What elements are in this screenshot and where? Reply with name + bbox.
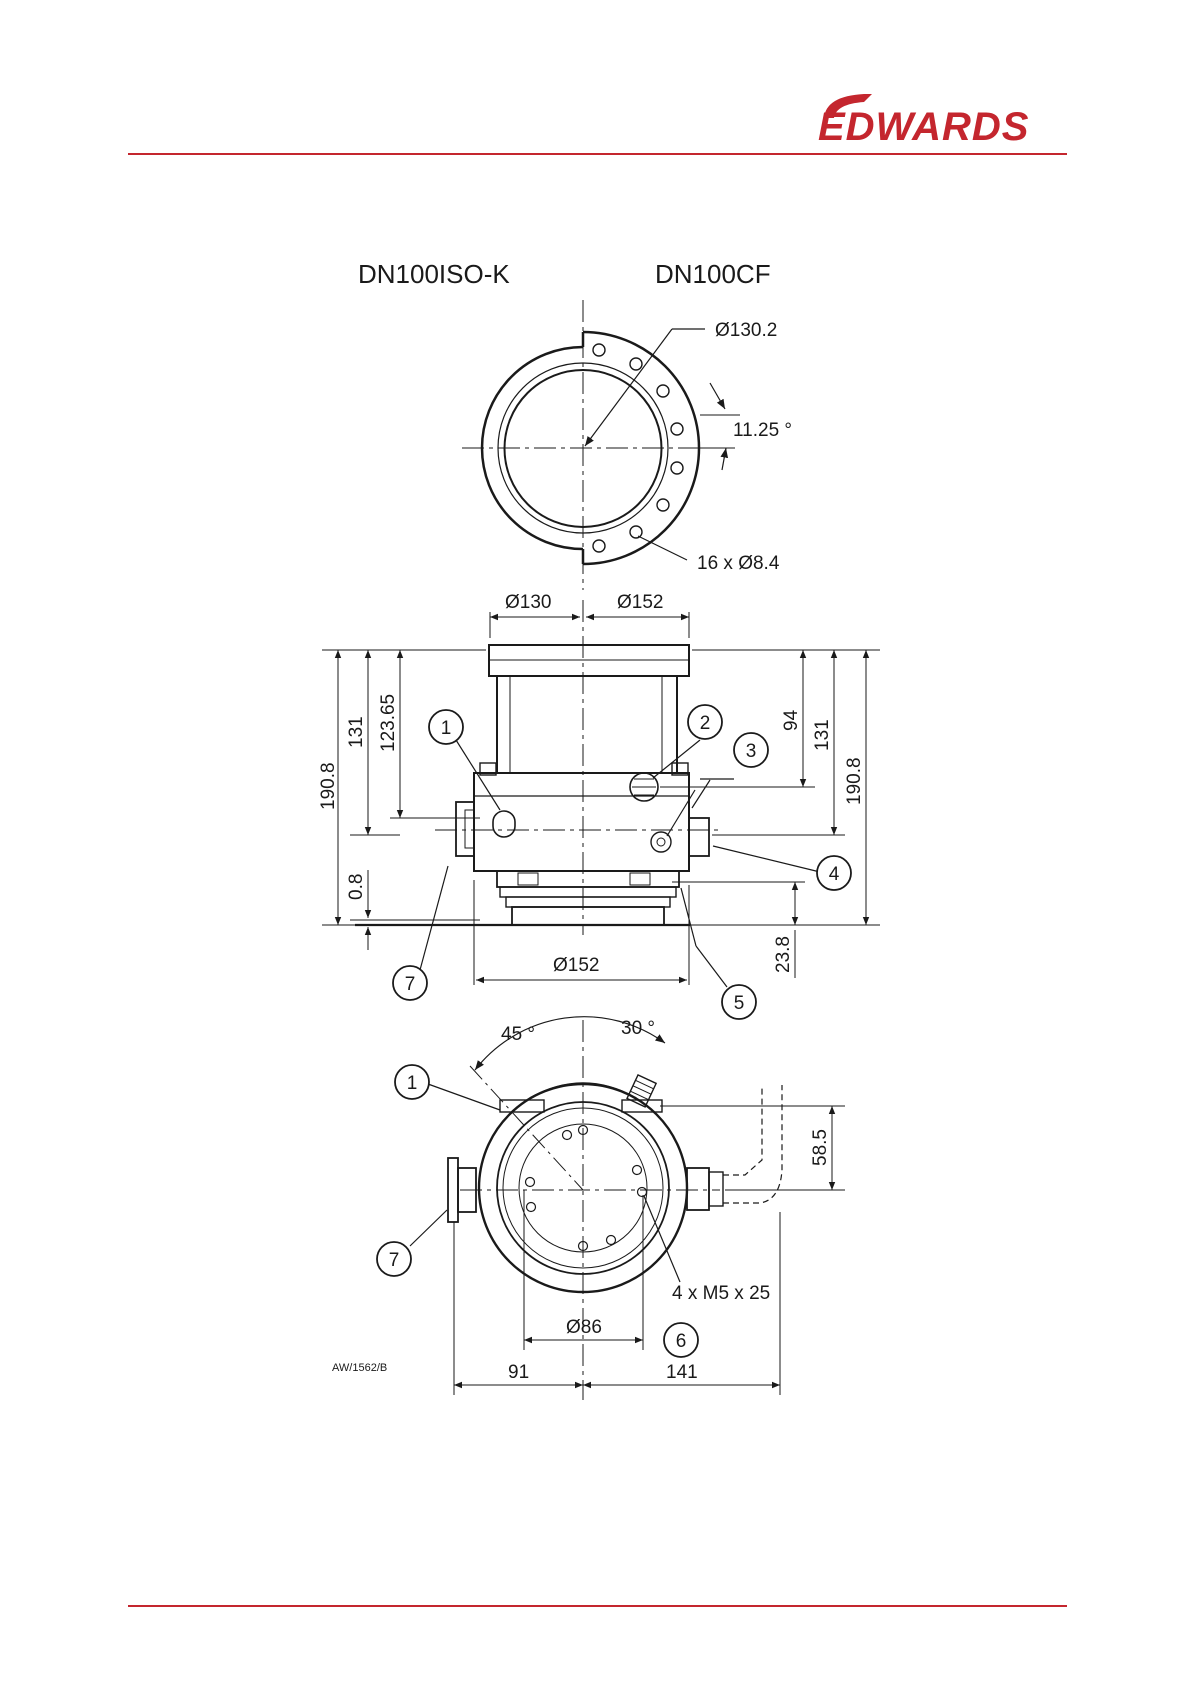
dim-94: 94 <box>781 709 802 731</box>
dim-23-8: 23.8 <box>773 936 794 973</box>
dim-141: 141 <box>666 1362 698 1383</box>
dim-91: 91 <box>508 1362 529 1383</box>
dim-58-5: 58.5 <box>810 1129 831 1166</box>
top-view <box>462 300 740 590</box>
callout-1-bottom-label: 1 <box>407 1073 418 1094</box>
dim-dia-152-bottom: Ø152 <box>553 955 599 976</box>
callout-1-side-label: 1 <box>441 718 452 739</box>
dim-dia-86: Ø86 <box>566 1317 602 1338</box>
callout-4-label: 4 <box>829 864 840 885</box>
dim-123-65: 123.65 <box>378 694 399 752</box>
dim-bolt-circle: Ø130.2 <box>715 320 777 341</box>
callout-7-side-label: 7 <box>405 974 416 995</box>
callout-3-label: 3 <box>746 741 757 762</box>
bottom-view <box>410 1017 845 1400</box>
dim-angle-11: 11.25 ° <box>733 420 792 441</box>
side-view <box>322 600 880 987</box>
dim-threads: 4 x M5 x 25 <box>672 1283 770 1304</box>
dim-0-8: 0.8 <box>346 874 367 900</box>
dim-dia-152-top: Ø152 <box>617 592 663 613</box>
dim-angle-45: 45 ° <box>501 1024 535 1045</box>
callout-5-label: 5 <box>734 993 745 1014</box>
dim-angle-30: 30 ° <box>621 1018 655 1039</box>
dim-190-8-right: 190.8 <box>844 757 865 805</box>
dim-131-left: 131 <box>346 716 367 748</box>
dim-dia-130: Ø130 <box>505 592 551 613</box>
dim-131-right: 131 <box>812 719 833 751</box>
callout-2-label: 2 <box>700 713 711 734</box>
callout-6-label: 6 <box>676 1331 687 1352</box>
callout-7-bottom-label: 7 <box>389 1250 400 1271</box>
dim-holes: 16 x Ø8.4 <box>697 553 780 574</box>
dim-190-8-left: 190.8 <box>318 762 339 810</box>
